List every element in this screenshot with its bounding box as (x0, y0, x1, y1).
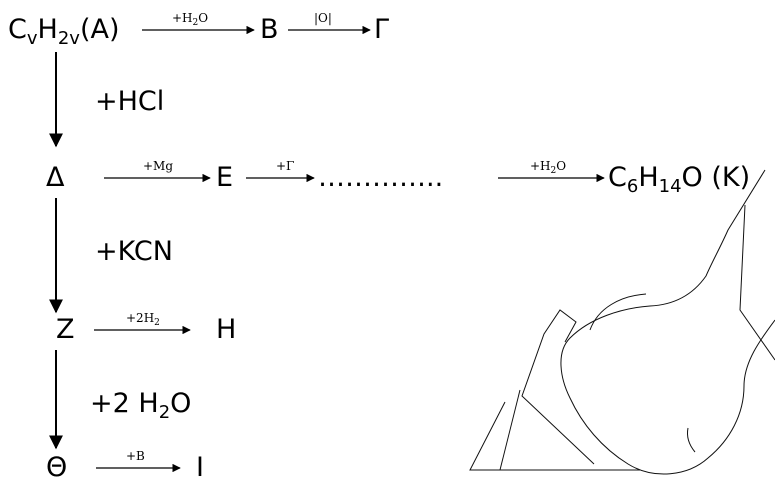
arrow-b-to-gamma-label: |O| (314, 11, 332, 25)
compound-theta: Θ (46, 452, 67, 483)
compound-gamma: Γ (374, 14, 389, 45)
intermediate-dots: ………….. (318, 162, 443, 193)
compound-z: Z (56, 314, 75, 345)
watermark-logo (469, 169, 775, 475)
compound-k: C6H14O (K) (608, 162, 750, 197)
compound-b: B (260, 14, 279, 45)
reagent-hcl: +HCl (95, 86, 164, 117)
arrow-delta-to-e-label: +Mg (143, 159, 173, 173)
arrow-a-to-b-label: +H2O (172, 11, 208, 28)
arrow-e-to-dots-label: +Γ (276, 159, 294, 173)
reagent-water: +2 H2O (90, 388, 191, 423)
compound-i: I (196, 452, 204, 483)
arrow-theta-to-i-label: +B (126, 449, 145, 463)
compound-e: E (216, 162, 233, 193)
arrow-z-to-h-label: +2H2 (126, 311, 160, 328)
compound-delta: Δ (46, 162, 65, 193)
compound-a: CvH2v(A) (8, 14, 119, 49)
compound-h: H (216, 314, 236, 345)
reagent-kcn: +KCN (95, 236, 173, 267)
arrow-dots-to-k-label: +H2O (530, 159, 566, 176)
